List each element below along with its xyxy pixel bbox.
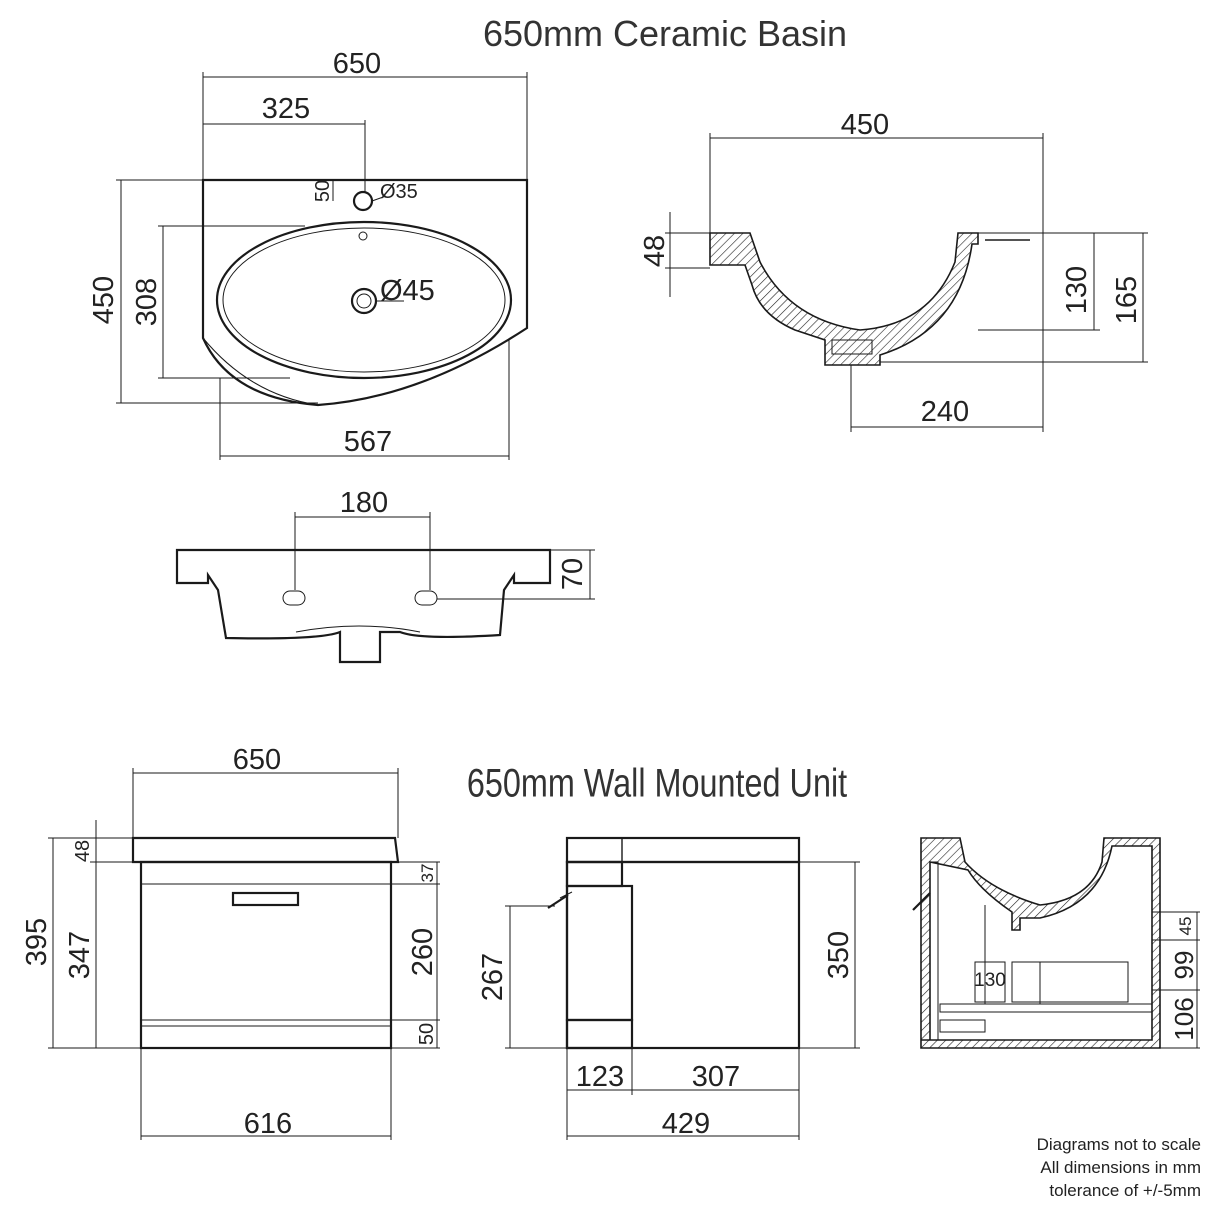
unit-side-view: 267 350 123 307 429 [477,836,860,1140]
dim-rim-height: 48 [639,235,671,267]
dim-side-267: 267 [477,953,509,1001]
dim-fixing-centres: 180 [340,487,388,519]
dim-drawer-height: 260 [407,928,439,976]
note-tolerance: tolerance of +/-5mm [1049,1181,1201,1200]
dim-basin-depth: 450 [88,276,120,324]
dim-bowl-depth: 308 [131,278,163,326]
dim-front-depth: 123 [576,1061,624,1093]
dim-plinth: 50 [416,1023,438,1045]
dim-unit-width: 616 [244,1108,292,1140]
dim-side-depth: 450 [841,109,889,141]
overflow-hole [358,231,368,241]
note-units: All dimensions in mm [1040,1158,1201,1177]
dim-waste-offset: 240 [921,396,969,428]
dim-unit-top-gap: 37 [418,864,437,883]
basin-side-section: 450 48 130 165 240 [639,109,1148,432]
dim-section-45: 45 [1176,917,1195,936]
dim-side-350: 350 [823,931,855,979]
unit-front-view: 650 48 395 347 37 260 50 616 [21,744,440,1140]
dim-basin-width: 650 [333,48,381,80]
dim-section-106: 106 [1169,997,1199,1040]
basin-front-view: 180 70 [175,487,595,664]
dim-unit-total-height: 395 [21,918,53,966]
dim-rear-depth: 307 [692,1061,740,1093]
dim-tap-offset: 325 [262,93,310,125]
dim-total-depth: 429 [662,1108,710,1140]
basin-title: 650mm Ceramic Basin [483,13,847,54]
unit-section-view: 45 99 106 130 [912,837,1200,1049]
dim-bowl-height: 130 [1061,266,1093,314]
unit-title: 650mm Wall Mounted Unit [467,760,847,805]
dim-unit-top-width: 650 [233,744,281,776]
dim-bowl-width: 567 [344,426,392,458]
dim-fixing-height: 70 [557,558,589,590]
dim-section-99: 99 [1169,951,1199,980]
dim-unit-height: 347 [64,931,96,979]
dim-tap-hole-dia: Ø35 [380,181,418,203]
basin-top-view: 650 325 50 Ø35 450 308 Ø45 567 [88,48,529,460]
tap-hole [352,190,374,212]
dim-section-130: 130 [974,970,1006,991]
drawer-handle [231,891,300,907]
dim-tap-hole-offset: 50 [312,180,334,202]
dim-overall-height: 165 [1111,276,1143,324]
dim-unit-basin-rim: 48 [72,840,94,862]
dim-waste-dia: Ø45 [380,275,435,307]
waste-hole [350,287,378,315]
notes-block: Diagrams not to scale All dimensions in … [901,1133,1201,1202]
note-scale: Diagrams not to scale [1036,1135,1201,1154]
